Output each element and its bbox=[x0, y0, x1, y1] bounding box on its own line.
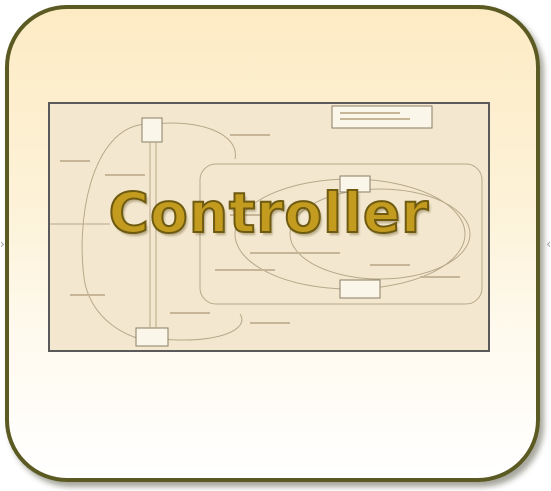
state-diagram-sketch bbox=[50, 105, 483, 347]
right-arrow-icon: ‹ bbox=[546, 237, 551, 251]
diagram-thumbnail bbox=[48, 102, 490, 352]
left-arrow-icon: › bbox=[0, 237, 5, 251]
tile-title: Controller bbox=[108, 180, 430, 246]
